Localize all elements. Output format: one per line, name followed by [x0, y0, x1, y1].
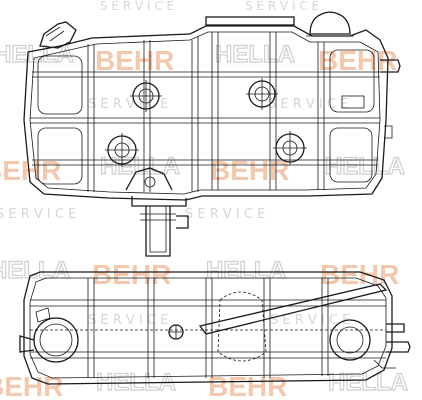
plan-horizontal-ribs — [30, 299, 386, 359]
level-sensor-box — [341, 95, 365, 109]
watermark-behr-1: BEHR — [95, 45, 174, 76]
tank-plan-view — [19, 271, 411, 385]
plan-hose-connectors — [373, 323, 411, 369]
mounting-boss-3 — [105, 133, 139, 167]
rib-panel-right-2 — [329, 127, 373, 183]
rib-panel-left-2 — [37, 127, 83, 185]
watermark-service-mid2: S E R V I C E — [0, 207, 76, 222]
outlet-bracket-hole — [144, 176, 156, 188]
pressure-cap — [309, 11, 351, 35]
tank-side-view — [23, 11, 401, 257]
internal-outlet-bracket — [125, 167, 173, 191]
watermark-service-top: S E R V I C E — [100, 0, 174, 13]
rib-panel-left-1 — [37, 55, 83, 115]
tank-body-outline — [23, 25, 389, 201]
watermark-hella-6: HELLA — [206, 257, 286, 284]
top-mounting-tab — [205, 16, 295, 26]
watermark-hella-3: HELLA — [100, 153, 180, 180]
rib-panel-right-1 — [329, 49, 375, 113]
mounting-boss-4 — [273, 131, 307, 165]
watermark-behr-5: BEHR — [92, 259, 171, 290]
watermark-hella-2: HELLA — [215, 41, 295, 68]
watermark-service-low: S E R V I C E — [88, 313, 168, 328]
watermark-layer: S E R V I C E S E R V I C E HELLA BEHR H… — [0, 0, 409, 400]
mounting-boss-2 — [246, 78, 278, 110]
watermark-service-mid1-right: S E R V I C E — [268, 97, 348, 112]
plan-vertical-ribs — [87, 278, 329, 378]
right-vent-line — [384, 125, 393, 139]
plan-filler-neck — [19, 317, 79, 363]
plan-left-bracket — [35, 307, 51, 323]
watermark-hella-4: HELLA — [325, 153, 405, 180]
watermark-service-low-right: S E R V I C E — [270, 313, 350, 328]
tank-body-inner-wall — [29, 31, 381, 195]
watermark-service-mid2-right: S E R V I C E — [185, 207, 265, 222]
watermark-behr-6: BEHR — [320, 259, 399, 290]
plan-outline — [23, 271, 393, 385]
filler-neck-left-rim — [45, 26, 65, 42]
plan-inner-outline — [29, 277, 387, 379]
plan-inner-chamber — [217, 291, 267, 362]
tank-horizontal-ribs — [30, 71, 380, 166]
watermark-service-top-right: S E R V I C E — [245, 0, 319, 13]
bottom-outlet-pipe — [131, 196, 189, 257]
watermark-hella-5: HELLA — [0, 257, 70, 284]
filler-neck-left — [39, 21, 77, 49]
side-hose-stub-right — [380, 59, 401, 73]
plan-central-fitting — [168, 324, 184, 340]
watermark-hella-8: HELLA — [328, 369, 408, 396]
plan-diagonal-baffle — [198, 283, 388, 335]
plan-pressure-cap — [329, 319, 371, 361]
mounting-boss-1 — [130, 80, 162, 112]
